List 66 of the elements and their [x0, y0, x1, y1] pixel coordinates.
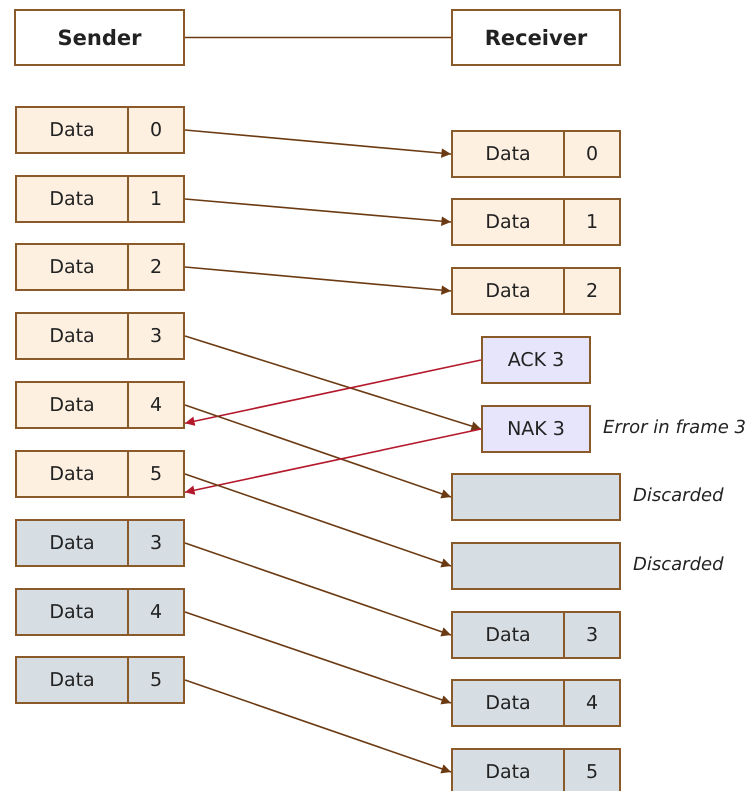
frame-box [451, 267, 621, 315]
discarded-frame-box [451, 542, 621, 590]
frame-label: Data [48, 324, 96, 349]
frame-label: Data [484, 623, 532, 648]
endpoint-box: Sender [14, 9, 185, 66]
frame-label: Data [48, 462, 96, 487]
frame-number: 0 [127, 108, 183, 152]
arrow [184, 266, 452, 295]
frame-number: 4 [127, 590, 183, 634]
frame-label: Data [484, 760, 532, 785]
frame-label: Data [48, 255, 96, 280]
signal-box: NAK 3 [481, 405, 591, 453]
frame-number: 2 [127, 245, 183, 289]
frame-number: 4 [563, 681, 619, 725]
frame-label: Data [48, 393, 96, 418]
frame-number: 0 [563, 132, 619, 176]
endpoint-box: Receiver [451, 9, 621, 66]
arrow [184, 542, 452, 636]
frame-box [15, 450, 185, 498]
frame-label: Data [48, 600, 96, 625]
discarded-frame-box [451, 473, 621, 521]
frame-number: 3 [127, 314, 183, 358]
frame-number: 1 [127, 177, 183, 221]
arrow [184, 428, 482, 495]
frame-number: 5 [127, 658, 183, 702]
arrow [184, 359, 482, 426]
frame-label: Data [484, 279, 532, 304]
frame-box [15, 106, 185, 154]
frame-number: 3 [563, 613, 619, 657]
arrow [184, 129, 452, 158]
frame-box [15, 381, 185, 429]
frame-box [15, 656, 185, 704]
frame-label: Data [484, 691, 532, 716]
frame-box [15, 175, 185, 223]
arrow [184, 335, 482, 431]
frame-number: 5 [127, 452, 183, 496]
frame-box [451, 611, 621, 659]
frame-box [451, 748, 621, 791]
annotation-text: Discarded [633, 485, 724, 506]
frame-box [15, 588, 185, 636]
arrow [184, 679, 452, 774]
frame-number: 2 [563, 269, 619, 313]
frame-label: Data [48, 118, 96, 143]
frame-box [15, 519, 185, 567]
frame-number: 1 [563, 200, 619, 244]
arrow [184, 198, 452, 226]
arrow [184, 611, 452, 704]
frame-label: Data [48, 668, 96, 693]
frame-box [451, 130, 621, 178]
arrow [184, 404, 452, 498]
frame-box [451, 198, 621, 246]
frame-box [451, 679, 621, 727]
frame-box [15, 243, 185, 291]
frame-number: 5 [563, 750, 619, 791]
frame-box [15, 312, 185, 360]
frame-number: 3 [127, 521, 183, 565]
frame-label: Data [48, 187, 96, 212]
frame-number: 4 [127, 383, 183, 427]
frame-label: Data [48, 531, 96, 556]
connector-line [185, 36, 451, 38]
annotation-text: Discarded [633, 554, 724, 575]
signal-box: ACK 3 [481, 336, 591, 384]
arrow [184, 473, 452, 568]
annotation-text: Error in frame 3 [603, 417, 746, 438]
frame-label: Data [484, 210, 532, 235]
frame-label: Data [484, 142, 532, 167]
